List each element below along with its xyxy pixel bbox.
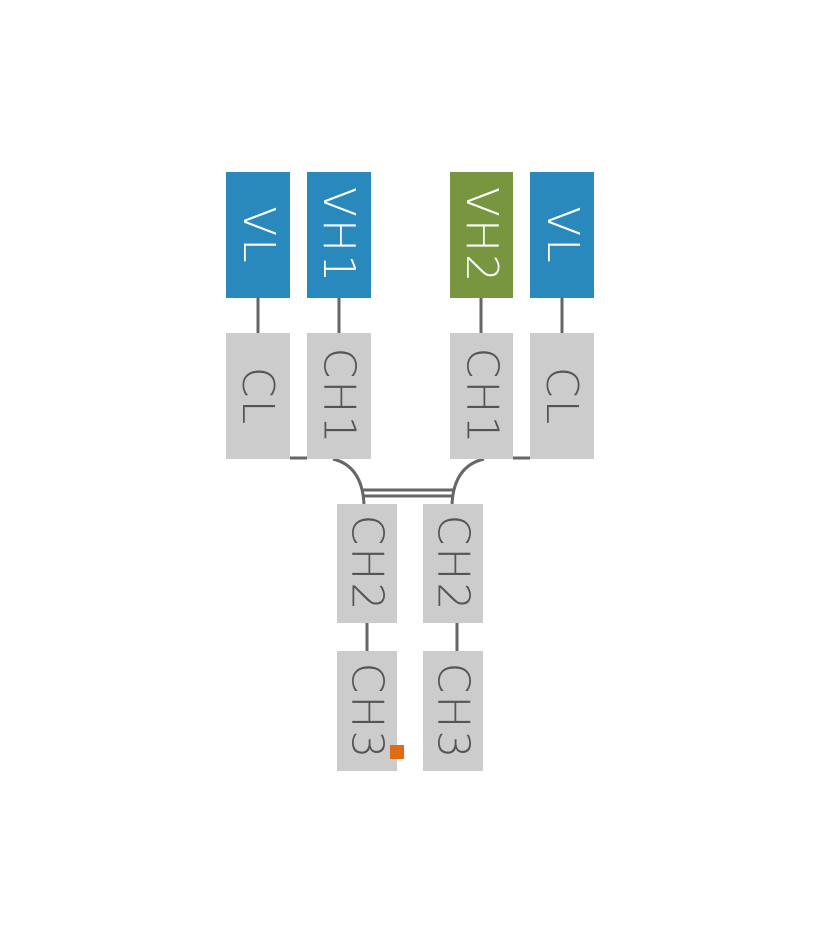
domain-ch2-right: CH2 (423, 504, 483, 623)
domain-ch2-left: CH2 (337, 504, 397, 623)
mutation-marker (390, 745, 404, 759)
domain-label: CH2 (341, 514, 393, 613)
domain-cl-right: CL (530, 333, 594, 459)
domain-label: CH3 (341, 662, 393, 760)
domain-vl-left: VL (226, 172, 290, 298)
domain-label: CH3 (427, 662, 479, 760)
domain-label: VH2 (456, 186, 507, 284)
domain-label: CH2 (427, 514, 479, 613)
domain-label: CH1 (313, 347, 365, 445)
domain-vl-right: VL (530, 172, 594, 298)
domain-cl-left: CL (226, 333, 290, 459)
domain-vh2: VH2 (450, 172, 513, 298)
domain-label: CL (536, 366, 588, 426)
domain-ch3-left: CH3 (337, 651, 397, 771)
domain-label: VL (232, 205, 284, 265)
hinge-left (332, 457, 366, 505)
domain-ch3-right: CH3 (423, 651, 483, 771)
hinge-right (450, 457, 485, 505)
domain-label: VH1 (313, 186, 365, 284)
domain-vh1: VH1 (307, 172, 371, 298)
domain-label: VL (536, 205, 588, 265)
domain-label: CH1 (456, 347, 507, 445)
domain-ch1-left: CH1 (307, 333, 371, 459)
domain-ch1-right: CH1 (450, 333, 513, 459)
domain-label: CL (232, 366, 284, 426)
